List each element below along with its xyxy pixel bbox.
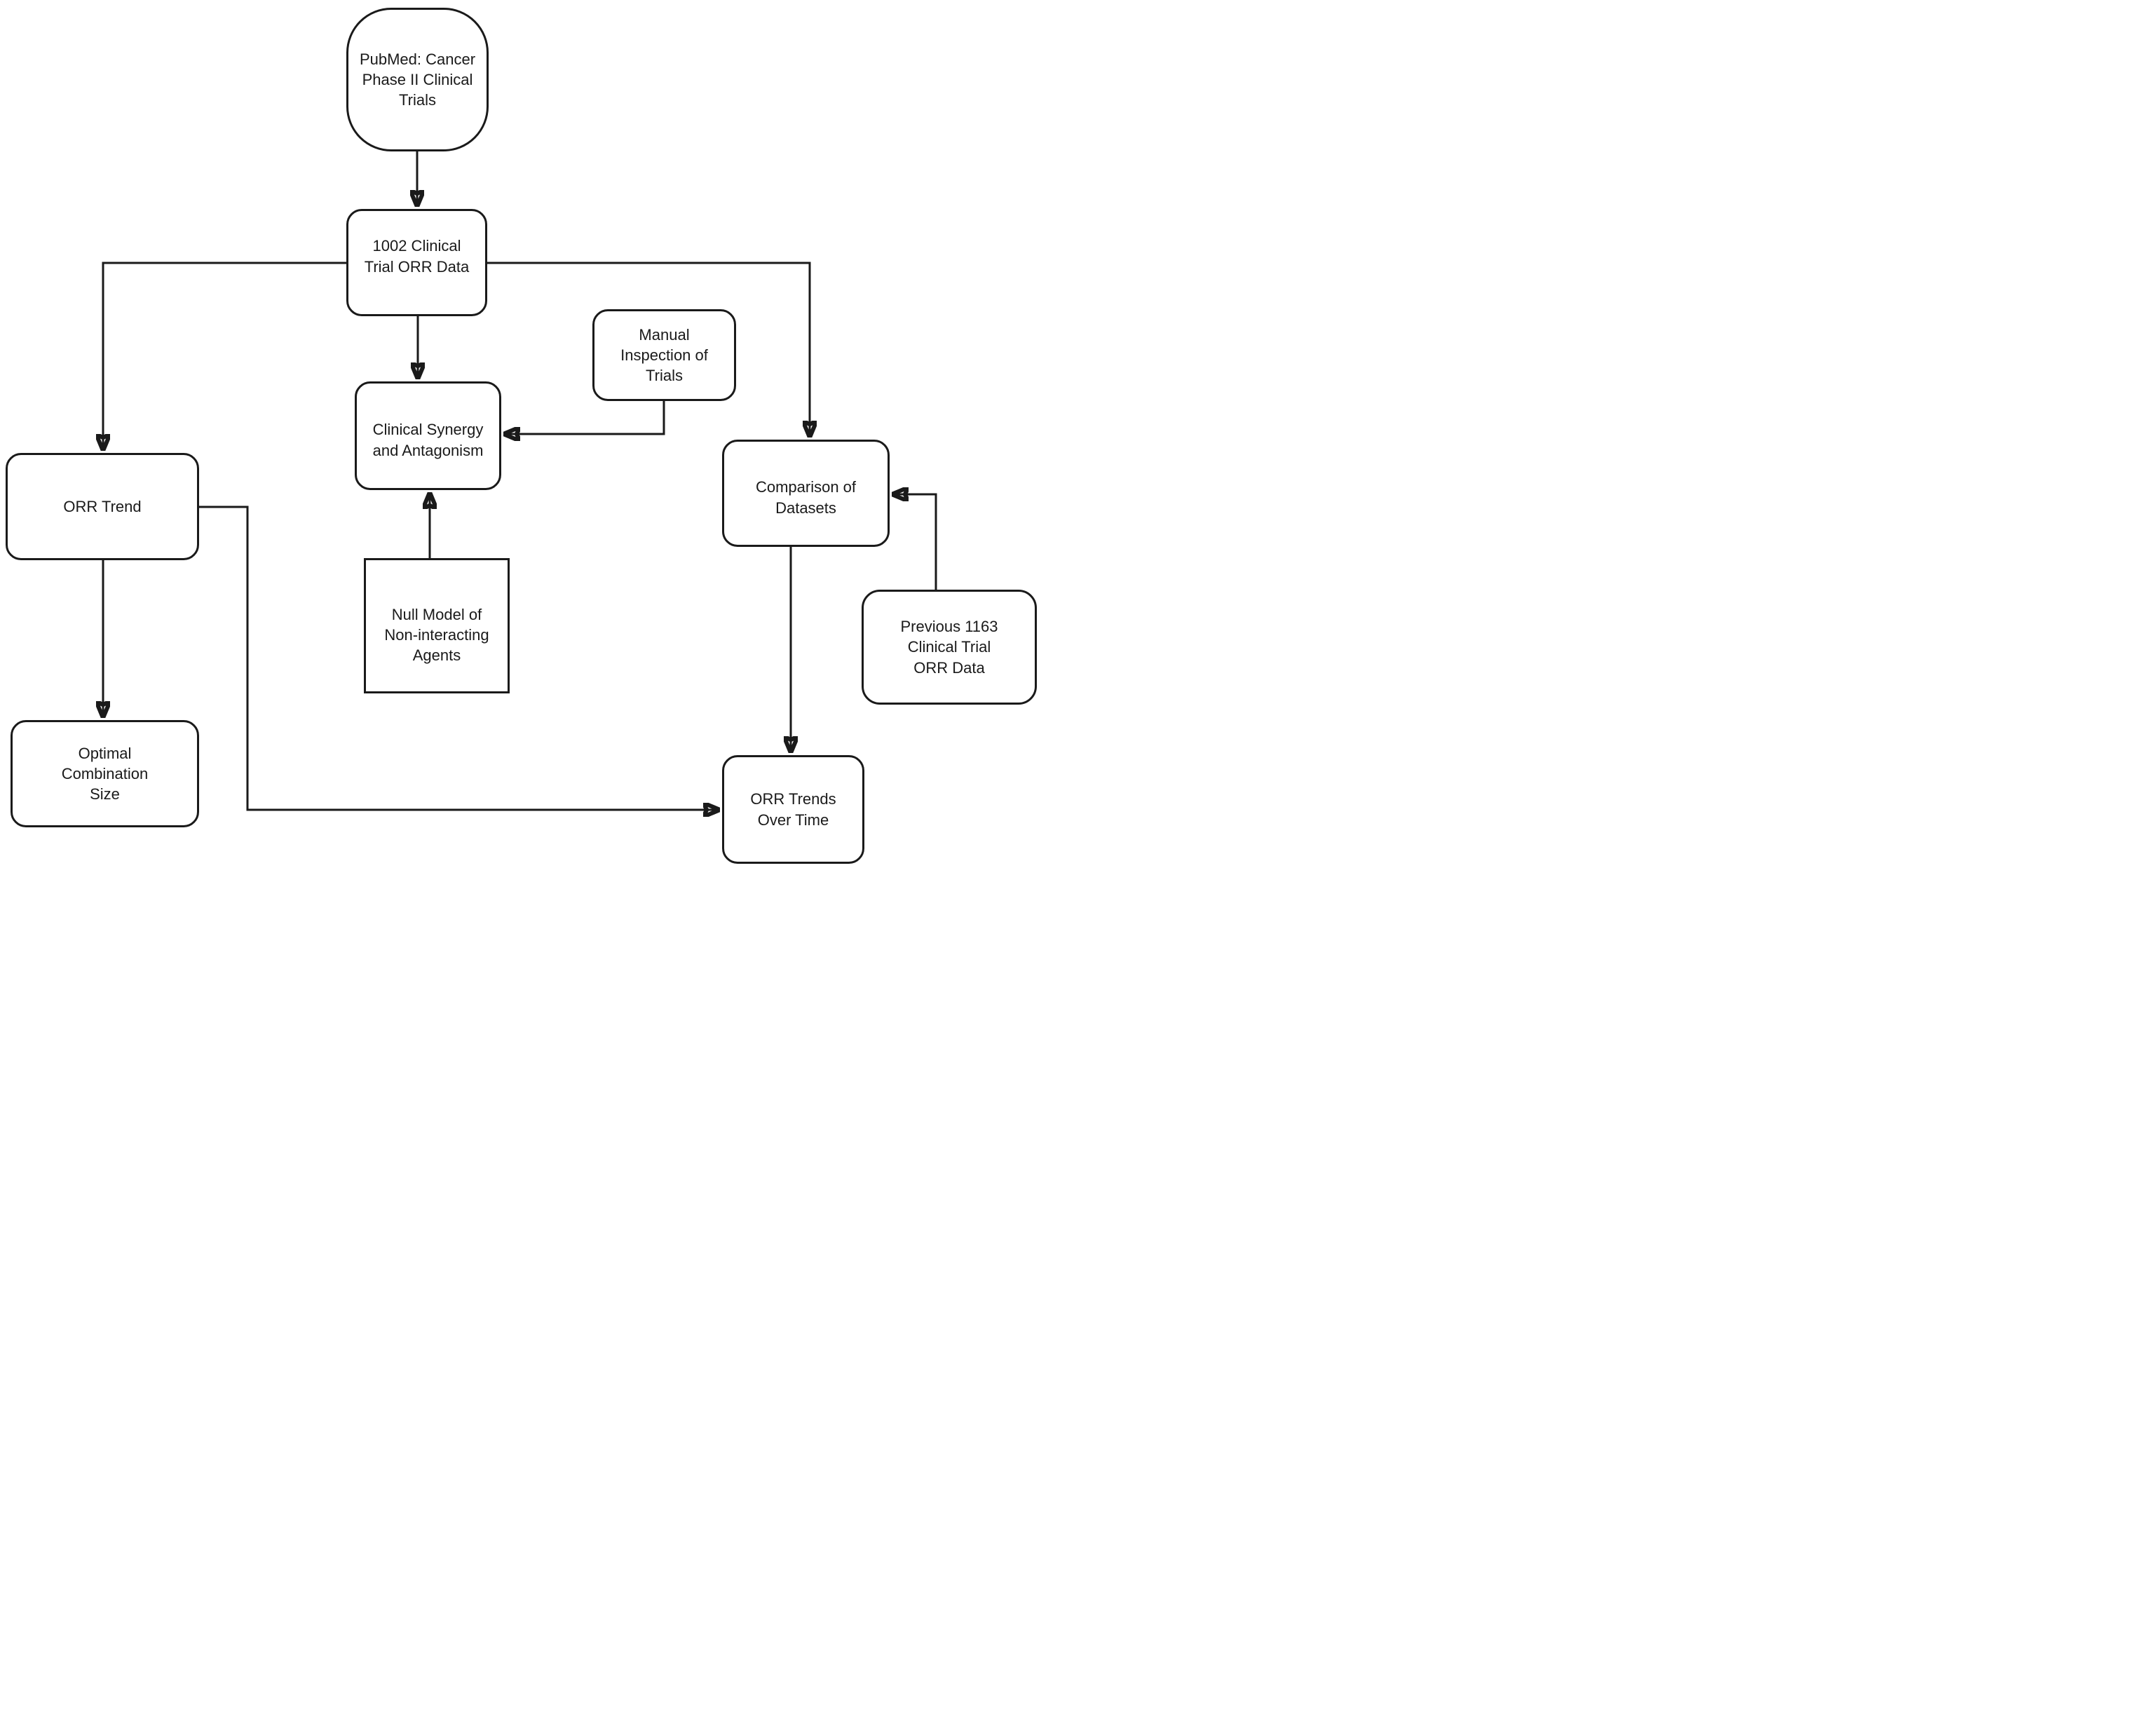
node-orr-trend: ORR Trend (6, 453, 199, 560)
node-previous-data: Previous 1163 Clinical Trial ORR Data (862, 590, 1037, 705)
node-manual-inspection: Manual Inspection of Trials (592, 309, 736, 401)
edge-manual-to-synergy (505, 401, 665, 434)
node-optimal-combination: Optimal Combination Size (11, 720, 199, 827)
flowchart-canvas: PubMed: Cancer Phase II Clinical Trials … (0, 0, 1070, 868)
node-previous-data-label: Previous 1163 Clinical Trial ORR Data (900, 618, 998, 677)
node-null-model-label: Null Model of Non-interacting Agents (384, 605, 489, 665)
node-orr-trends-over-time: ORR Trends Over Time (722, 755, 864, 864)
node-comparison-datasets-label: Comparison of Datasets (755, 478, 857, 517)
node-orr-trends-over-time-label: ORR Trends Over Time (750, 790, 836, 829)
node-null-model: Null Model of Non-interacting Agents (364, 558, 510, 693)
node-clinical-trial-data: 1002 Clinical Trial ORR Data (346, 209, 487, 316)
node-comparison-datasets: Comparison of Datasets (722, 440, 890, 547)
node-pubmed-source: PubMed: Cancer Phase II Clinical Trials (346, 8, 489, 151)
node-orr-trend-label: ORR Trend (63, 497, 142, 515)
edge-1002-to-orr-trend (103, 262, 346, 449)
node-clinical-synergy: Clinical Synergy and Antagonism (355, 381, 501, 490)
node-optimal-combination-label: Optimal Combination Size (61, 744, 149, 803)
node-manual-inspection-label: Manual Inspection of Trials (620, 325, 708, 385)
flowchart-edges (0, 151, 937, 868)
edge-orr-trend-to-orr-time (199, 506, 719, 810)
edge-previous-to-comparison (893, 494, 937, 590)
node-clinical-trial-data-label: 1002 Clinical Trial ORR Data (364, 237, 470, 276)
edge-1002-to-comparison (487, 262, 810, 436)
node-clinical-synergy-label: Clinical Synergy and Antagonism (372, 421, 484, 459)
node-pubmed-source-label: PubMed: Cancer Phase II Clinical Trials (359, 50, 476, 109)
